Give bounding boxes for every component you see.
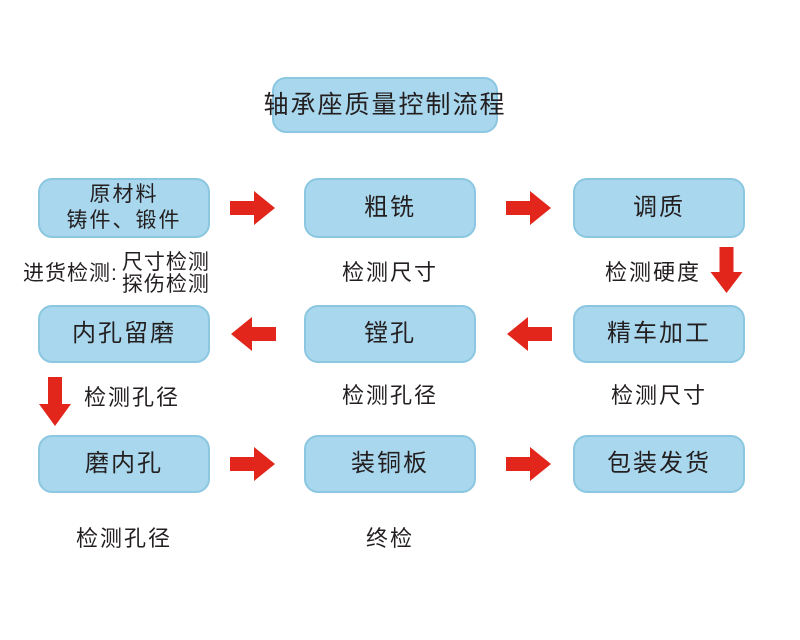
box-raw-material: 原材料 铸件、锻件 [38, 178, 210, 238]
box-rough-milling: 粗铣 [304, 178, 476, 238]
note-dimension-inspection: 尺寸检测 [121, 251, 210, 274]
box-fine-turning: 精车加工 [573, 305, 745, 363]
note-check-dimensions-1: 检测尺寸 [341, 260, 438, 285]
note-incoming-inspection-prefix: 进货检测: [23, 262, 118, 285]
box-packaging-shipping: 包装发货 [573, 435, 745, 493]
title-box: 轴承座质量控制流程 [264, 77, 505, 133]
box-hole-grinding-allowance: 内孔留磨 [38, 305, 210, 363]
note-incoming-inspection: 进货检测: 尺寸检测 探伤检测 [23, 252, 210, 296]
box-boring: 镗孔 [304, 305, 476, 363]
box-raw-material-line2: 铸件、锻件 [66, 209, 182, 232]
arrow-right-icon [230, 191, 275, 225]
note-flaw-inspection: 探伤检测 [121, 273, 210, 296]
box-raw-material-line1: 原材料 [89, 183, 159, 206]
note-check-hardness: 检测硬度 [605, 260, 702, 285]
box-copper-plate-label: 装铜板 [351, 450, 429, 477]
arrow-left-icon [507, 317, 552, 351]
box-fine-turning-label: 精车加工 [607, 320, 711, 347]
arrow-left-icon [231, 317, 276, 351]
box-grind-inner-hole-label: 磨内孔 [85, 450, 163, 477]
box-rough-milling-label: 粗铣 [364, 194, 416, 221]
arrow-down-icon [39, 377, 71, 426]
note-final-inspection: 终检 [365, 526, 414, 551]
note-check-hole-diameter-3: 检测孔径 [75, 526, 172, 551]
box-tempering: 调质 [573, 178, 745, 238]
note-check-dimensions-2: 检测尺寸 [610, 383, 707, 408]
arrow-right-icon [230, 447, 275, 481]
note-check-hole-diameter-2: 检测孔径 [341, 383, 438, 408]
page-title: 轴承座质量控制流程 [263, 91, 507, 119]
arrow-down-icon [710, 247, 743, 293]
arrow-right-icon [506, 447, 551, 481]
box-tempering-label: 调质 [633, 194, 685, 221]
box-packaging-shipping-label: 包装发货 [607, 450, 711, 477]
note-check-hole-diameter-1: 检测孔径 [84, 385, 181, 410]
box-copper-plate: 装铜板 [304, 435, 476, 493]
arrow-right-icon [506, 191, 551, 225]
box-boring-label: 镗孔 [364, 320, 416, 347]
box-hole-grinding-allowance-label: 内孔留磨 [72, 320, 176, 347]
box-grind-inner-hole: 磨内孔 [38, 435, 210, 493]
